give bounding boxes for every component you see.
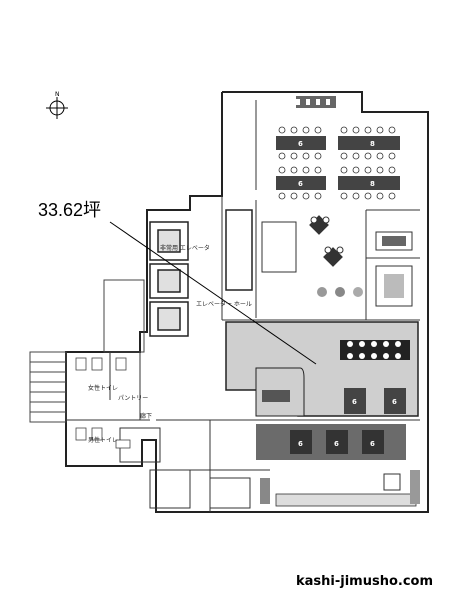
inner-walls xyxy=(66,100,420,512)
elevator-shafts xyxy=(149,209,253,337)
compass-icon xyxy=(46,97,68,119)
lower-left-rooms xyxy=(119,427,251,509)
room-label-pantry: パントリー xyxy=(118,395,148,402)
lower-desk-numbers: 6 6 6 xyxy=(298,440,375,448)
leader-line xyxy=(109,221,317,365)
bottom-strip xyxy=(260,470,420,507)
hl-desk-numbers: 6 6 xyxy=(352,398,397,406)
desk-number: 6 xyxy=(352,398,357,406)
room-label-emergency-elevator: 非常用 エレベータ xyxy=(160,244,210,252)
upper-desk-numbers: 6 8 6 8 xyxy=(298,140,375,188)
desk-number: 6 xyxy=(370,440,375,448)
lounge-tables xyxy=(261,215,363,297)
toilet-fixtures xyxy=(75,357,131,449)
desk-number: 6 xyxy=(298,180,303,188)
site-watermark: kashi-jimusho.com xyxy=(296,574,434,589)
compass-north-label: N xyxy=(55,91,60,98)
lower-desks xyxy=(256,424,406,460)
meeting-table xyxy=(340,340,410,360)
room-label-elevator-hall: エレベーター ホール xyxy=(196,300,252,308)
chairs xyxy=(278,126,396,200)
hl-desks xyxy=(344,388,406,414)
left-stair xyxy=(29,279,145,423)
desk-number: 8 xyxy=(370,140,375,148)
desk-number: 6 xyxy=(298,440,303,448)
room-label-corridor: 廊下 xyxy=(140,412,152,420)
desk-number: 6 xyxy=(298,140,303,148)
upper-desks xyxy=(276,96,400,190)
area-label: 33.62坪 xyxy=(38,200,102,220)
desk-number: 6 xyxy=(392,398,397,406)
outer-walls xyxy=(65,91,429,513)
right-rooms xyxy=(375,231,413,307)
desk-number: 8 xyxy=(370,180,375,188)
desk-number: 6 xyxy=(334,440,339,448)
room-label-mens-toilet: 男性トイレ xyxy=(88,436,118,444)
room-label-womens-toilet: 女性トイレ xyxy=(88,384,118,392)
hl-inner-room xyxy=(255,367,305,417)
